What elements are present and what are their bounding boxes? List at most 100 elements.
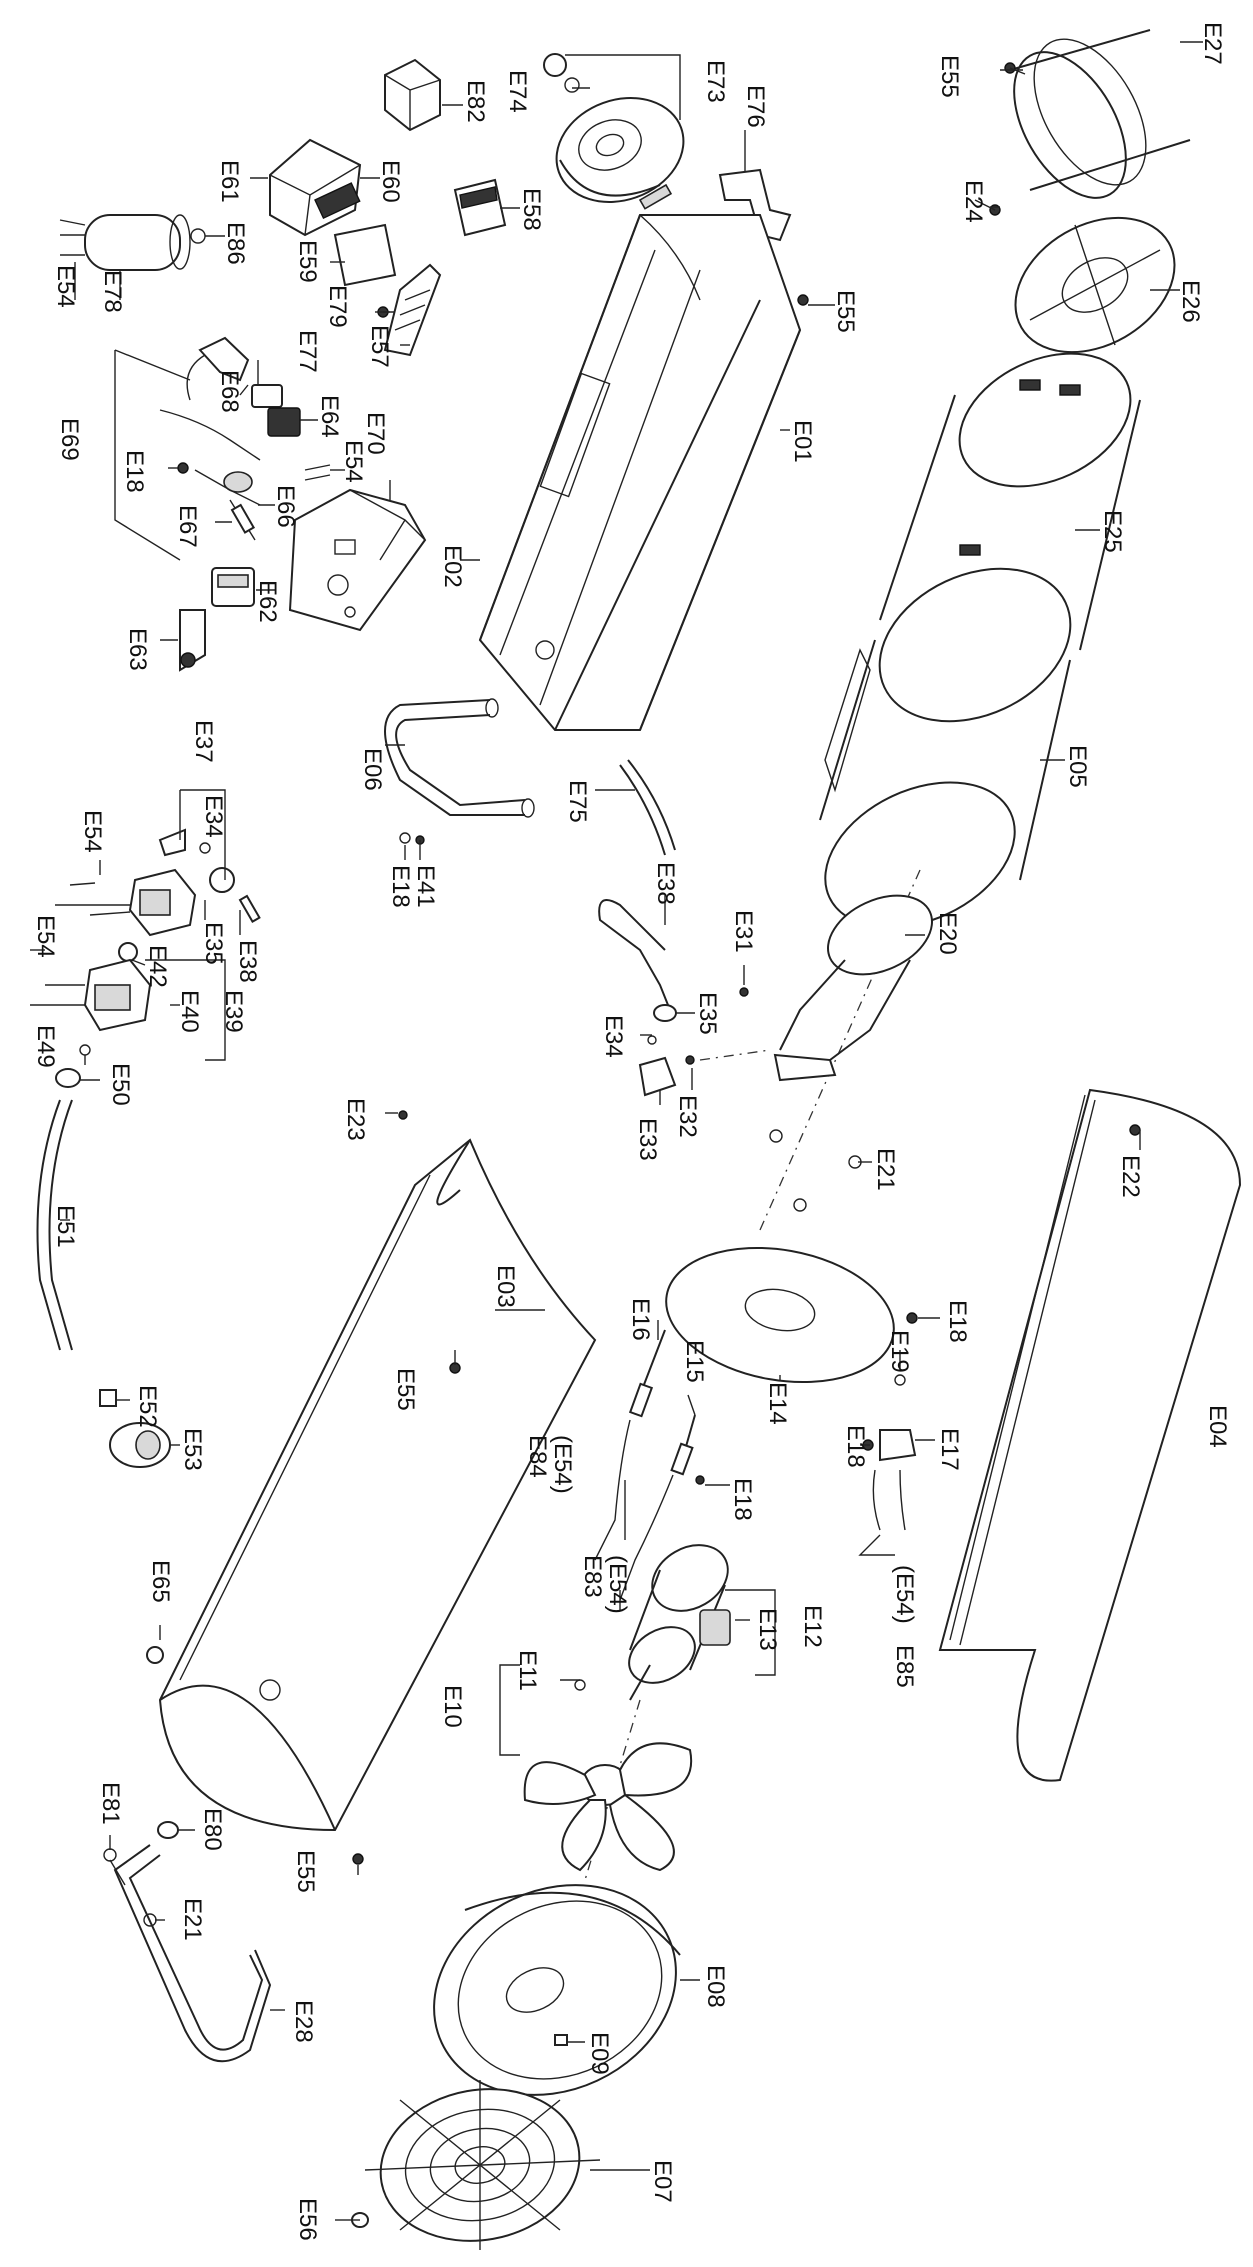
part-e27-outlet-ring bbox=[1009, 29, 1191, 199]
part-e63-connector bbox=[179, 609, 206, 672]
label-e54-f: (E54) bbox=[604, 1555, 631, 1614]
label-e10: E10 bbox=[439, 1685, 466, 1728]
part-e78-capacitor bbox=[59, 214, 191, 271]
label-e69: E69 bbox=[56, 418, 83, 461]
part-e81-screw bbox=[103, 1848, 126, 1886]
part-e58-transformer bbox=[453, 178, 507, 237]
part-e06-handle bbox=[384, 698, 535, 818]
label-e24: E24 bbox=[960, 180, 987, 223]
part-e37-valve-assembly bbox=[55, 828, 261, 937]
label-e83: E83 bbox=[579, 1555, 606, 1598]
part-e55-screw-lower bbox=[352, 1853, 364, 1865]
part-labels: E27 E55 E24 E26 E73 E74 E76 E82 E58 E55 … bbox=[32, 22, 1231, 2241]
label-e20: E20 bbox=[934, 912, 961, 955]
label-e19: E19 bbox=[886, 1330, 913, 1373]
label-e84: E84 bbox=[524, 1435, 551, 1478]
label-e68: E68 bbox=[216, 370, 243, 413]
label-e81: E81 bbox=[97, 1782, 124, 1825]
label-e35-b: E35 bbox=[694, 992, 721, 1035]
label-e33: E33 bbox=[634, 1118, 661, 1161]
label-e01: E01 bbox=[789, 420, 816, 463]
part-e86-nut bbox=[190, 228, 206, 244]
label-e55-d: E55 bbox=[292, 1850, 319, 1893]
label-e54-c: E54 bbox=[79, 810, 106, 853]
label-e66: E66 bbox=[272, 485, 299, 528]
label-e74: E74 bbox=[504, 70, 531, 113]
part-e26-outlet-grille bbox=[1014, 216, 1176, 354]
label-e54-b: E54 bbox=[340, 440, 367, 483]
label-e34-b: E34 bbox=[600, 1015, 627, 1058]
part-e04-upper-shell bbox=[938, 1088, 1242, 1782]
part-e07-fan-grille bbox=[364, 2080, 601, 2250]
label-e15: E15 bbox=[681, 1340, 708, 1383]
label-e22: E22 bbox=[1117, 1155, 1144, 1198]
part-e08-fan-housing bbox=[433, 1884, 681, 2096]
part-e12-motor bbox=[584, 1544, 731, 1881]
label-e51: E51 bbox=[52, 1205, 79, 1248]
label-e58: E58 bbox=[518, 188, 545, 231]
part-e70-panel bbox=[288, 488, 427, 632]
label-e52: E52 bbox=[134, 1385, 161, 1428]
part-e05-inner-cylinder bbox=[759, 639, 1071, 1231]
label-e53: E53 bbox=[179, 1428, 206, 1471]
label-e18-d: E18 bbox=[842, 1425, 869, 1468]
label-e32: E32 bbox=[674, 1095, 701, 1138]
label-e38-a: E38 bbox=[234, 940, 261, 983]
label-e39: E39 bbox=[220, 990, 247, 1033]
part-e77-switch bbox=[251, 384, 283, 408]
label-e18-b: E18 bbox=[387, 865, 414, 908]
label-e54-d: E54 bbox=[32, 915, 59, 958]
label-e59: E59 bbox=[294, 240, 321, 283]
label-e42: E42 bbox=[144, 945, 171, 988]
label-e03: E03 bbox=[492, 1265, 519, 1308]
label-e82: E82 bbox=[462, 80, 489, 123]
label-e28: E28 bbox=[290, 2000, 317, 2043]
label-e70: E70 bbox=[362, 412, 389, 455]
part-e14-burner-plate bbox=[665, 1246, 918, 1384]
part-e56-screw bbox=[345, 2212, 369, 2228]
label-e31: E31 bbox=[730, 910, 757, 953]
label-e13: E13 bbox=[754, 1608, 781, 1651]
part-e62-connector bbox=[211, 567, 255, 607]
part-e82-relay bbox=[384, 58, 441, 132]
part-e76-bracket bbox=[718, 168, 792, 242]
label-e40: E40 bbox=[176, 990, 203, 1033]
label-e07: E07 bbox=[649, 2160, 676, 2203]
label-e55-middle: E55 bbox=[832, 290, 859, 333]
part-e38-pipe bbox=[598, 899, 671, 1011]
label-e65: E65 bbox=[147, 1560, 174, 1603]
label-e56: E56 bbox=[294, 2198, 321, 2241]
part-e15-e16-electrodes bbox=[594, 1329, 705, 1601]
part-e35-e33-fittings bbox=[638, 1004, 771, 1097]
part-e75-tube bbox=[619, 759, 676, 856]
label-e18-c: E18 bbox=[944, 1300, 971, 1343]
label-e38-b: E38 bbox=[652, 862, 679, 905]
part-e73-wheel bbox=[543, 53, 685, 210]
part-e28-handle bbox=[113, 1844, 272, 2063]
label-e21-b: E21 bbox=[179, 1898, 206, 1941]
label-e35-a: E35 bbox=[200, 922, 227, 965]
label-e09: E09 bbox=[586, 2032, 613, 2075]
part-e55-screw-middle bbox=[797, 294, 809, 306]
label-e54-g: (E54) bbox=[891, 1565, 918, 1624]
label-e79: E79 bbox=[324, 285, 351, 328]
part-e03-lower-shell bbox=[158, 1110, 597, 1832]
label-e64: E64 bbox=[316, 395, 343, 438]
label-e78: E78 bbox=[99, 270, 126, 313]
label-e04: E04 bbox=[1204, 1405, 1231, 1448]
label-e75: E75 bbox=[564, 780, 591, 823]
label-e02: E02 bbox=[439, 545, 466, 588]
label-e34-a: E34 bbox=[200, 795, 227, 838]
part-e17-photocell bbox=[862, 1374, 917, 1531]
label-e50: E50 bbox=[107, 1063, 134, 1106]
label-e18-e: E18 bbox=[729, 1478, 756, 1521]
label-e37: E37 bbox=[190, 720, 217, 763]
label-e55-top: E55 bbox=[936, 55, 963, 98]
part-e57-terminal-block bbox=[383, 263, 442, 357]
part-e53-regulator bbox=[99, 1389, 171, 1468]
part-e66-thermostat bbox=[177, 462, 261, 541]
label-e16: E16 bbox=[627, 1298, 654, 1341]
part-e25-combustion-chamber bbox=[878, 352, 1141, 723]
label-e73: E73 bbox=[702, 60, 729, 103]
